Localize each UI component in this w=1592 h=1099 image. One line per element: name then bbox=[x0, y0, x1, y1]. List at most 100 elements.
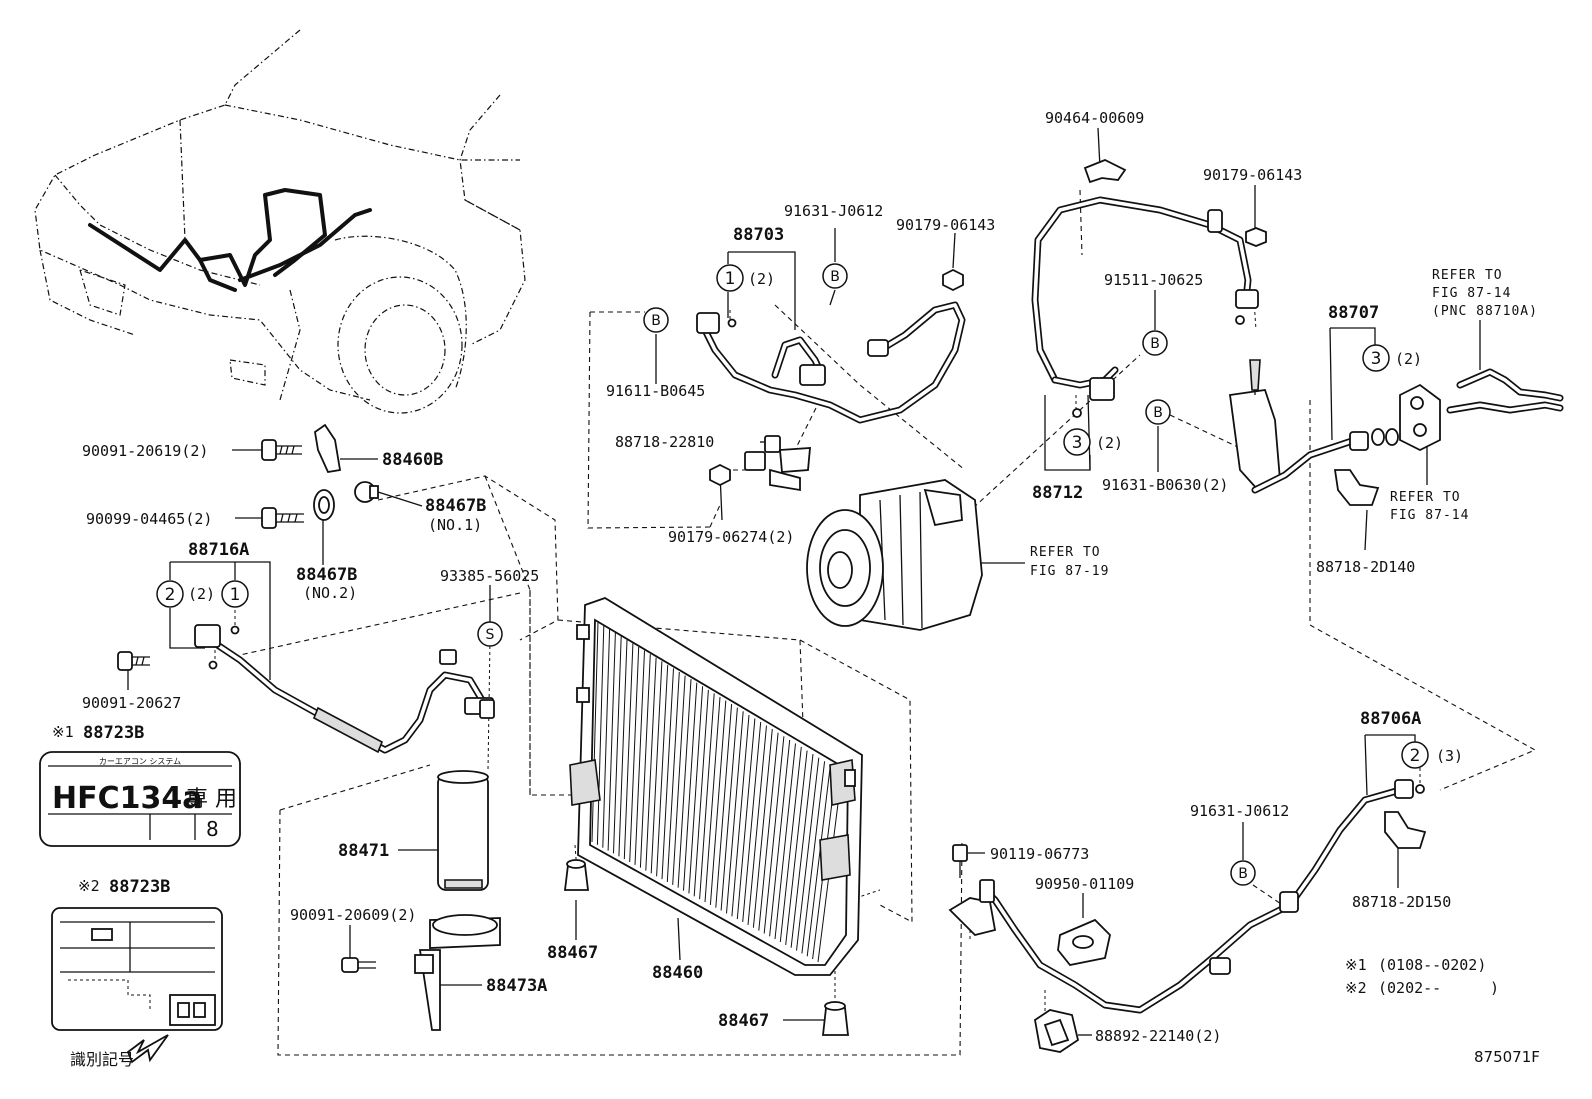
qty-88712-2: (2) bbox=[1096, 434, 1123, 452]
svg-text:B: B bbox=[830, 269, 840, 285]
svg-text:S: S bbox=[486, 627, 495, 643]
label-1-kanji: 専 用 bbox=[186, 787, 237, 812]
svg-text:B: B bbox=[1150, 336, 1160, 352]
svg-text:1: 1 bbox=[725, 269, 736, 289]
label-90091-20609: 90091-20609(2) bbox=[290, 906, 416, 924]
label-90950-01109: 90950-01109 bbox=[1035, 875, 1134, 893]
clamp-90464-00609 bbox=[1083, 159, 1127, 184]
pipe-88712 bbox=[1031, 196, 1259, 418]
label-90464-00609: 90464-00609 bbox=[1045, 109, 1144, 127]
bolt-90091-20609 bbox=[341, 957, 376, 973]
label-91611-B0645: 91611-B0645 bbox=[606, 382, 705, 400]
refer-to-87-14-top: REFER TO bbox=[1432, 268, 1503, 283]
footnote-2-range: (0202-- bbox=[1378, 979, 1441, 997]
label-91511-J0625: 91511-J0625 bbox=[1104, 271, 1203, 289]
label-90179-06274: 90179-06274(2) bbox=[668, 528, 794, 546]
label-88703: 88703 bbox=[733, 225, 784, 245]
label-1-prefix: ※1 bbox=[52, 723, 74, 741]
mark-2-88716A: 2 bbox=[156, 580, 184, 608]
qty-88707-2: (2) bbox=[1395, 350, 1422, 368]
label-93385-56025: 93385-56025 bbox=[440, 567, 539, 585]
clamp-88718-2D140 bbox=[1333, 469, 1380, 506]
label-91631-J0612-b: 91631-J0612 bbox=[1190, 802, 1289, 820]
part-labels: 90091-20619(2) 88460B 90099-04465(2) 884… bbox=[52, 109, 1540, 1066]
label-88718-22810: 88718-22810 bbox=[615, 433, 714, 451]
mark-b-91631-J0612: B bbox=[822, 263, 848, 289]
label-88706A: 88706A bbox=[1360, 709, 1421, 729]
refer-to-87-14-mid: REFER TO bbox=[1390, 490, 1461, 505]
label-88467-a: 88467 bbox=[547, 943, 598, 963]
mark-3-88712: 3 bbox=[1063, 428, 1091, 456]
label-88892-22140: 88892-22140(2) bbox=[1095, 1027, 1221, 1045]
pipe-fig-87-14 bbox=[1446, 368, 1564, 414]
label-88473A: 88473A bbox=[486, 976, 547, 996]
hose-88716A bbox=[194, 624, 494, 754]
footnote-2-close: ) bbox=[1490, 979, 1499, 997]
circle-marks: 2 1 1 B B B 3 B bbox=[156, 263, 1429, 886]
clamp-88892-22140 bbox=[1034, 1009, 1080, 1053]
label-90179-06143-b: 90179-06143 bbox=[1203, 166, 1302, 184]
bolt-90119-06773 bbox=[952, 844, 968, 878]
figure-id: 875071F bbox=[1474, 1048, 1540, 1066]
label-panel-2: 識別記号 bbox=[51, 907, 223, 1069]
label-88460B: 88460B bbox=[382, 450, 443, 470]
bolt-90091-20627 bbox=[117, 651, 150, 671]
label-88467B-no1: 88467B bbox=[425, 496, 486, 516]
bolt-90091-20619 bbox=[261, 439, 302, 461]
qty-88716A-2: (2) bbox=[188, 585, 215, 603]
svg-text:1: 1 bbox=[230, 585, 241, 605]
label-91631-J0612-a: 91631-J0612 bbox=[784, 202, 883, 220]
leader-lines bbox=[127, 127, 1481, 1036]
fig-87-14-top: FIG 87-14 bbox=[1432, 286, 1511, 301]
label-1-number: 8 bbox=[206, 817, 219, 841]
footnote-1-range: (0108--0202) bbox=[1378, 956, 1486, 974]
label-91631-B0630: 91631-B0630(2) bbox=[1102, 476, 1228, 494]
label-1-part: 88723B bbox=[83, 723, 144, 743]
footnote-2-mark: ※2 bbox=[1345, 979, 1367, 997]
label-88718-2D140: 88718-2D140 bbox=[1316, 558, 1415, 576]
mark-b-91611-B0645: B bbox=[643, 307, 669, 333]
label-88716A: 88716A bbox=[188, 540, 249, 560]
hose-88703 bbox=[696, 301, 966, 424]
fig-87-14-mid: FIG 87-14 bbox=[1390, 508, 1469, 523]
label-88718-2D150: 88718-2D150 bbox=[1352, 893, 1451, 911]
qty-88703-2: (2) bbox=[748, 270, 775, 288]
label-88471: 88471 bbox=[338, 841, 389, 861]
receiver-88471 bbox=[437, 699, 495, 891]
svg-text:B: B bbox=[1238, 866, 1248, 882]
label-88467B-no2-note: (NO.2) bbox=[303, 584, 357, 602]
mark-b-91511-J0625: B bbox=[1142, 330, 1168, 356]
nut-90179-06143-a bbox=[942, 268, 964, 292]
nut-90179-06143-b bbox=[1245, 227, 1267, 247]
label-88467-b: 88467 bbox=[718, 1011, 769, 1031]
compressor bbox=[806, 479, 983, 631]
vehicle-outline bbox=[34, 29, 526, 414]
mark-s-93385-56025: S bbox=[477, 621, 503, 647]
mark-1-88703: 1 bbox=[716, 264, 744, 292]
refer-to-87-19: REFER TO bbox=[1030, 545, 1101, 560]
label-2-part: 88723B bbox=[109, 877, 170, 897]
label-90179-06143-a: 90179-06143 bbox=[896, 216, 995, 234]
svg-text:B: B bbox=[1153, 405, 1163, 421]
label-2-prefix: ※2 bbox=[78, 877, 100, 895]
label-1-title: カーエアコン システム bbox=[99, 757, 181, 766]
label-90091-20627: 90091-20627 bbox=[82, 694, 181, 712]
mark-3-88707: 3 bbox=[1362, 344, 1390, 372]
bolt-90099-04465 bbox=[261, 507, 304, 529]
clamp-88718-2D150 bbox=[1384, 811, 1427, 849]
mark-2-88706A: 2 bbox=[1401, 741, 1429, 769]
label-88707: 88707 bbox=[1328, 303, 1379, 323]
svg-text:2: 2 bbox=[165, 585, 176, 605]
mark-1-88716A: 1 bbox=[221, 580, 249, 608]
condenser-88460 bbox=[569, 597, 863, 976]
footnote-1-mark: ※1 bbox=[1345, 956, 1367, 974]
grommet-88467B-no1 bbox=[354, 481, 379, 503]
label-90119-06773: 90119-06773 bbox=[990, 845, 1089, 863]
id-caption: 識別記号 bbox=[70, 1050, 134, 1069]
label-88467B-no2: 88467B bbox=[296, 565, 357, 585]
switch-88718-22810 bbox=[744, 435, 811, 492]
qty-88706A-3: (3) bbox=[1436, 747, 1463, 765]
components bbox=[117, 159, 1564, 1053]
fig-87-19: FIG 87-19 bbox=[1030, 564, 1109, 579]
